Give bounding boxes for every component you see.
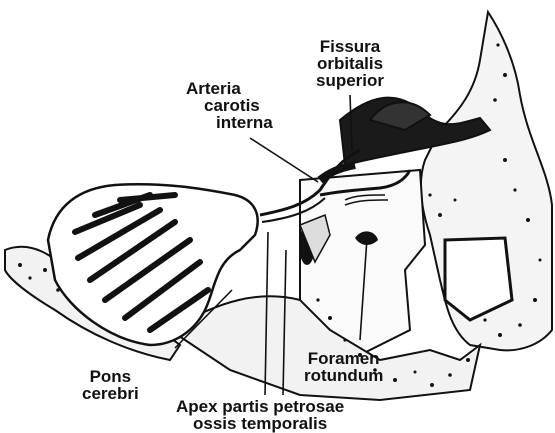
label-line: Pons: [82, 368, 139, 385]
label-line: Apex partis petrosae: [176, 398, 344, 415]
label-arteria-carotis-interna: Arteria carotis interna: [186, 80, 273, 131]
label-line: cerebri: [82, 385, 139, 402]
label-line: Arteria: [186, 80, 273, 97]
label-pons-cerebri: Pons cerebri: [82, 368, 139, 402]
label-apex-partis-petrosae: Apex partis petrosae ossis temporalis: [176, 398, 344, 432]
label-foramen-rotundum: Foramen rotundum: [304, 350, 383, 384]
label-line: rotundum: [304, 367, 383, 384]
label-line: Fissura: [316, 38, 384, 55]
label-line: carotis: [186, 97, 273, 114]
label-line: ossis temporalis: [176, 415, 344, 432]
label-line: interna: [186, 114, 273, 131]
label-line: orbitalis: [316, 55, 384, 72]
label-line: superior: [316, 72, 384, 89]
label-line: Foramen: [304, 350, 383, 367]
label-fissura-orbitalis-superior: Fissura orbitalis superior: [316, 38, 384, 89]
